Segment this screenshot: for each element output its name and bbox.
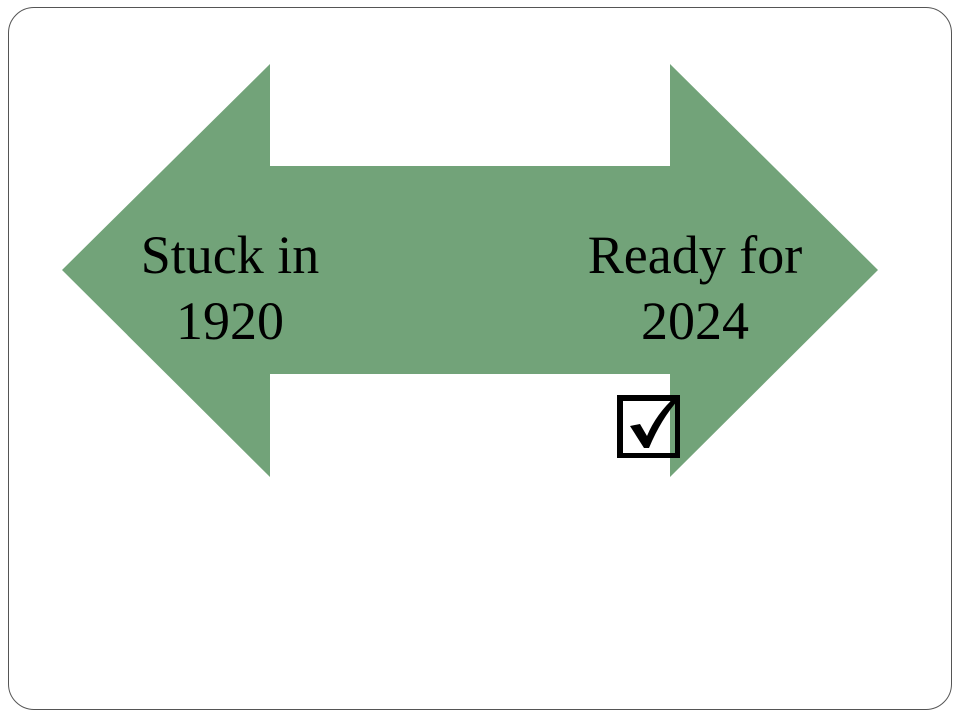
- checked-checkbox-icon: [617, 395, 680, 458]
- right-label-line1: Ready for: [587, 225, 803, 285]
- double-arrow-polygon: [62, 64, 878, 477]
- left-label-line1: Stuck in: [140, 225, 320, 285]
- left-label-line2: 1920: [176, 291, 284, 351]
- right-label-line2: 2024: [641, 291, 749, 351]
- left-arrow-label: Stuck in 1920: [100, 222, 360, 354]
- right-arrow-label: Ready for 2024: [545, 222, 845, 354]
